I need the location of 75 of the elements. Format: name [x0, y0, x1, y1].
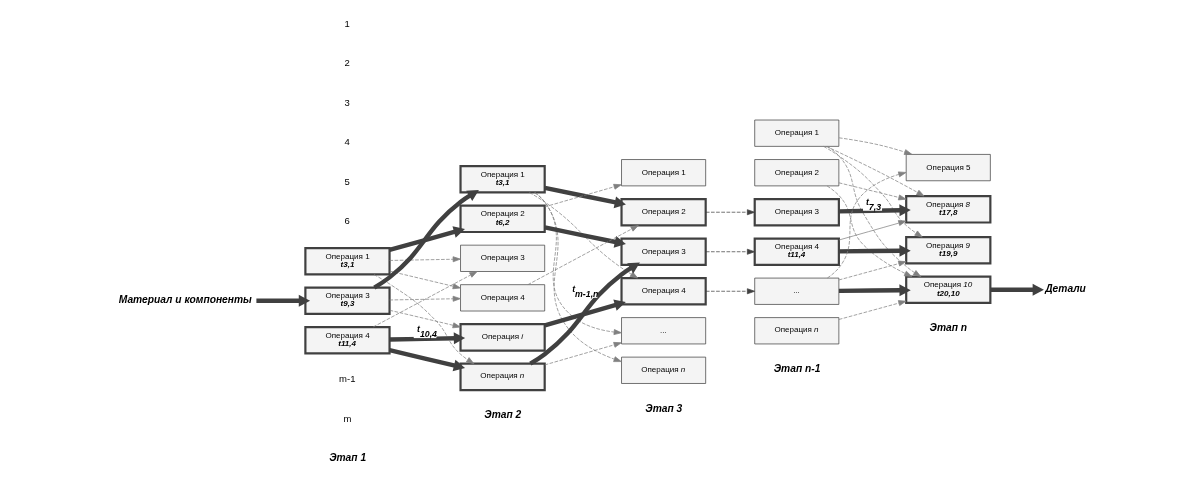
label: 5 — [344, 175, 350, 187]
label: 2 — [344, 57, 350, 69]
label: Этап 2 — [483, 409, 521, 421]
arrow — [388, 270, 461, 290]
arrow — [990, 283, 1044, 296]
arrow — [388, 295, 461, 302]
node-box: ... — [620, 317, 706, 345]
label: Этап 1 — [328, 451, 366, 463]
arrow — [826, 146, 921, 277]
node-box: Операция n — [753, 317, 839, 345]
node-box: Операция 1 t3,1 — [458, 165, 546, 194]
arrow — [838, 220, 906, 241]
node-text: Детали — [1044, 282, 1086, 294]
arrow — [838, 182, 906, 201]
arrow — [705, 209, 755, 216]
arrow — [372, 190, 479, 290]
node-box: Операция 2 — [753, 159, 839, 187]
node-box: Операция 9 t19,9 — [904, 236, 991, 265]
arrow — [372, 271, 477, 328]
label: 4 — [344, 136, 350, 148]
arrow — [388, 309, 461, 329]
node-box: Операция 4 — [459, 284, 545, 312]
arrow — [838, 244, 911, 257]
node-box: Операция 2 t6,2 — [458, 204, 546, 234]
label: 6 — [344, 215, 350, 227]
label: m — [342, 412, 351, 424]
node-box: Операция 4 t11,4 — [303, 326, 391, 355]
node-box: Операция 3 t9,3 — [303, 286, 391, 316]
node-box: Операция 3 — [619, 237, 707, 267]
arrow — [528, 262, 640, 366]
arrow — [388, 348, 465, 372]
arrow — [826, 171, 906, 279]
node-box: Операция i — [458, 323, 546, 352]
node-box: Операция n — [620, 356, 706, 384]
label: Этап 3 — [644, 402, 682, 414]
arrow — [543, 342, 622, 366]
arrow — [373, 274, 474, 365]
arrow — [255, 294, 310, 307]
arrow — [543, 299, 626, 328]
label: m-1 — [338, 373, 355, 385]
arrow — [388, 256, 461, 263]
node-box: Операция 1 t3,1 — [303, 247, 391, 276]
node-box: Операция 1 — [753, 119, 839, 147]
label: 1 — [344, 17, 350, 29]
arrow — [534, 192, 622, 362]
arrow — [838, 137, 912, 155]
label: Этап n — [929, 322, 967, 334]
arrow — [528, 192, 638, 279]
arrow — [822, 146, 923, 238]
arrow — [826, 185, 912, 277]
node-box: Операция 3 — [753, 197, 840, 227]
arrow — [543, 225, 626, 248]
node-box: Операция 2 — [619, 197, 707, 227]
label: 3 — [344, 96, 350, 108]
node-box: Операция 5 — [905, 154, 991, 182]
arrow — [705, 248, 755, 255]
node-box: Операция 1 — [620, 159, 706, 187]
arrow — [838, 260, 906, 281]
node-text: Материал и компоненты — [118, 293, 252, 305]
node-box: Операция 10 t20,10 — [904, 275, 991, 305]
arrow — [705, 288, 755, 295]
arrow — [838, 284, 911, 297]
node-box: Операция 8 t17,8 — [904, 195, 991, 224]
arrow — [388, 226, 465, 252]
arrow — [838, 300, 906, 320]
arrow — [389, 332, 465, 345]
node-box: Операция n — [458, 362, 546, 392]
node-box: Операция 4 t11,4 — [753, 237, 840, 267]
node-box: Операция 3 — [459, 244, 545, 272]
arrow — [838, 204, 911, 217]
node-box: Операция 4 — [619, 277, 707, 306]
node-box: ... — [753, 277, 839, 305]
arrow — [527, 225, 639, 286]
label: Этап n-1 — [773, 363, 820, 375]
arrow — [825, 146, 924, 197]
